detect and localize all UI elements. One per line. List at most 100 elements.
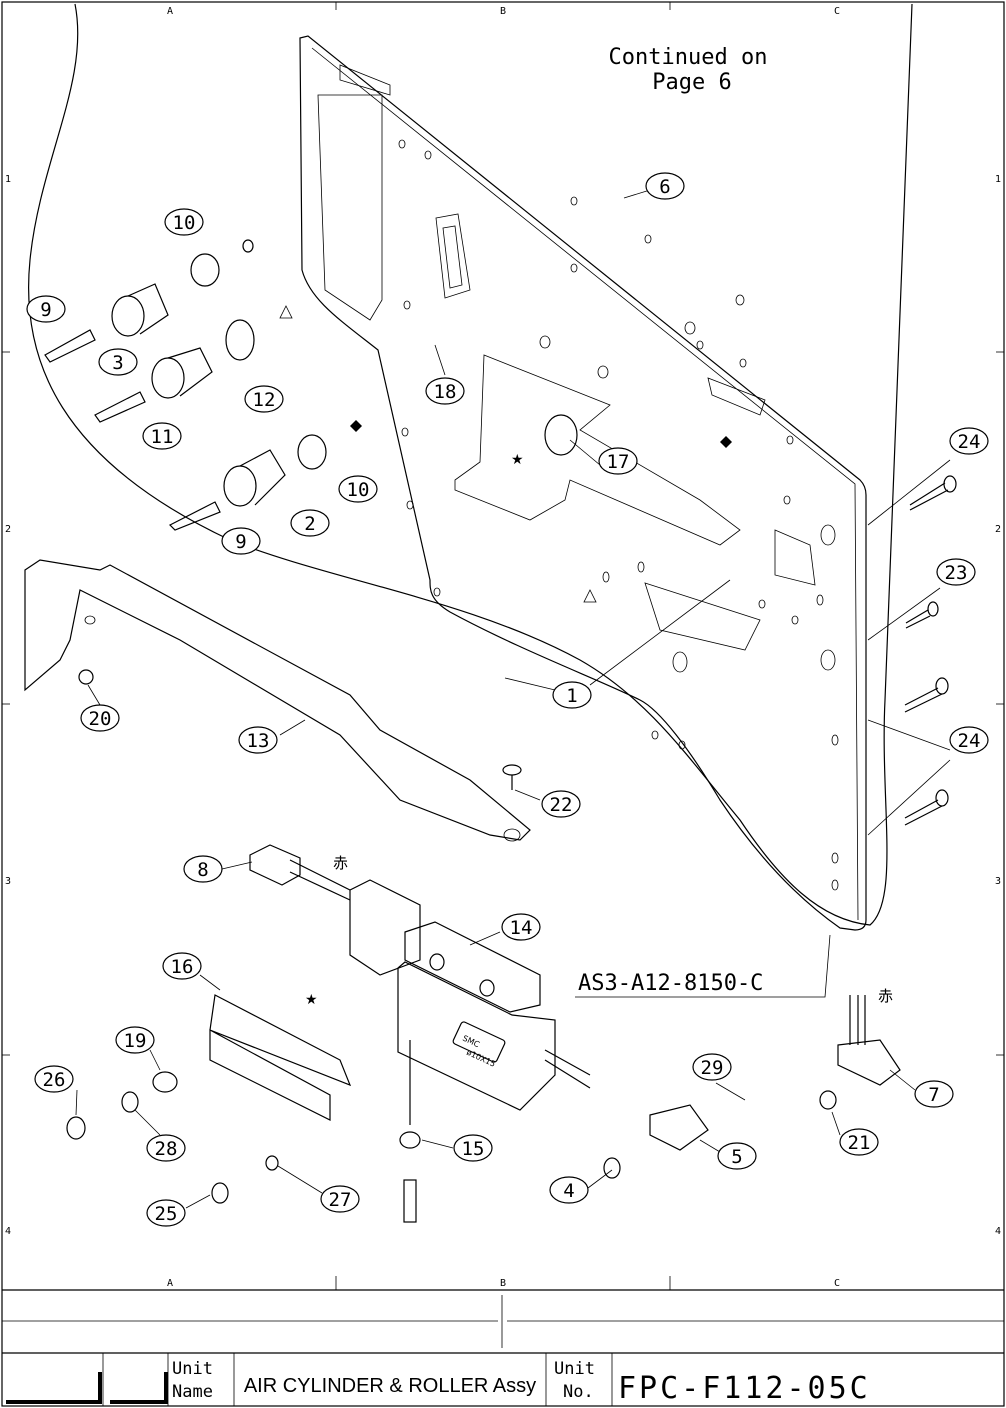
callout-balloon: 8	[184, 856, 222, 882]
zone-row-3-right: 3	[995, 876, 1001, 887]
red-wire-mark: 赤	[333, 854, 348, 872]
callout-number: 10	[173, 212, 196, 234]
zone-col-c: C	[834, 6, 840, 17]
zone-col-b: B	[500, 6, 506, 17]
unit-name-label-2: Name	[172, 1382, 213, 1402]
zone-row-2-right: 2	[995, 524, 1001, 535]
cylinder-brand: SMC	[461, 1034, 481, 1050]
callout-balloon: 10	[165, 209, 203, 235]
callout-balloon: 9	[222, 528, 260, 554]
sensor-bracket	[210, 995, 350, 1120]
callout-balloon: 21	[840, 1129, 878, 1155]
callout-number: 13	[247, 730, 270, 752]
callout-balloon: 24	[950, 428, 988, 454]
zone-col-c-bottom: C	[834, 1278, 840, 1289]
callout-number: 8	[197, 859, 208, 881]
unit-no-label-2: No.	[563, 1382, 594, 1402]
diamond-symbol-icon	[720, 436, 732, 448]
callout-balloon: 13	[239, 727, 277, 753]
air-cylinder	[290, 860, 590, 1125]
zone-row-2: 2	[5, 524, 11, 535]
callout-balloon: 3	[99, 349, 137, 375]
continued-note-line2: Page 6	[652, 70, 731, 95]
callout-number: 10	[347, 479, 370, 501]
callout-balloon: 25	[147, 1200, 185, 1226]
continued-note-line1: Continued on	[609, 45, 768, 70]
callout-number: 6	[659, 176, 670, 198]
diamond-symbol-icon	[350, 420, 362, 432]
zone-row-1: 1	[5, 174, 11, 185]
callout-balloon: 4	[550, 1177, 588, 1203]
callout-number: 22	[550, 794, 573, 816]
callout-number: 9	[235, 531, 246, 553]
callout-balloon: 22	[542, 791, 580, 817]
callout-balloon: 11	[143, 423, 181, 449]
zone-col-a-bottom: A	[167, 1278, 173, 1289]
callout-balloon: 18	[426, 378, 464, 404]
callout-number: 12	[253, 389, 276, 411]
callout-balloon: 14	[502, 914, 540, 940]
leader-lines	[76, 190, 950, 1208]
lever-arm	[25, 560, 530, 840]
callout-balloon: 9	[27, 296, 65, 322]
callout-balloon: 20	[81, 705, 119, 731]
zone-row-4-right: 4	[995, 1226, 1001, 1237]
callout-balloon: 17	[599, 448, 637, 474]
callout-number: 27	[329, 1189, 352, 1211]
callout-balloon: 1	[553, 682, 591, 708]
callout-number: 9	[40, 299, 51, 321]
zone-col-b-bottom: B	[500, 1278, 506, 1289]
triangle-symbol-icon	[584, 590, 596, 602]
callout-number: 3	[112, 352, 123, 374]
callout-number: 24	[958, 431, 981, 453]
unit-name-label: Unit	[172, 1359, 213, 1379]
side-plate	[300, 36, 866, 930]
background-outline	[29, 4, 912, 925]
callout-balloon: 5	[718, 1143, 756, 1169]
triangle-symbol-icon	[280, 306, 292, 318]
callout-number: 14	[510, 917, 533, 939]
zone-row-3: 3	[5, 876, 11, 887]
callout-number: 26	[43, 1069, 66, 1091]
callout-number: 25	[155, 1203, 178, 1225]
callout-balloon: 28	[147, 1135, 185, 1161]
cylinder-size-label: ø10X15	[465, 1048, 497, 1069]
unit-no-value: FPC-F112-05C	[618, 1371, 871, 1406]
callout-number: 4	[563, 1180, 574, 1202]
callout-number: 21	[848, 1132, 871, 1154]
callout-balloon: 19	[116, 1027, 154, 1053]
zone-row-1-right: 1	[995, 174, 1001, 185]
callout-number: 11	[151, 426, 174, 448]
zone-labels: A B C A B C 1 2 3 4 1 2 3 4	[5, 6, 1001, 1289]
zone-ticks	[2, 2, 1004, 1290]
callout-balloon: 26	[35, 1066, 73, 1092]
callout-number: 19	[124, 1030, 147, 1052]
callout-number: 17	[607, 451, 630, 473]
callout-balloon: 12	[245, 386, 283, 412]
callout-number: 2	[304, 513, 315, 535]
callout-balloon: 24	[950, 727, 988, 753]
part-reference: AS3-A12-8150-C	[578, 971, 763, 996]
callout-balloon: 10	[339, 476, 377, 502]
callout-balloon: 6	[646, 173, 684, 199]
unit-no-label: Unit	[554, 1359, 595, 1379]
callout-balloon: 15	[454, 1135, 492, 1161]
rollers	[45, 240, 577, 530]
star-symbol-icon: ★	[305, 992, 318, 1008]
callout-number: 18	[434, 381, 457, 403]
unit-name-value: AIR CYLINDER & ROLLER Assy	[244, 1375, 536, 1397]
callout-number: 24	[958, 730, 981, 752]
callout-number: 29	[701, 1057, 724, 1079]
callout-balloon: 16	[163, 953, 201, 979]
callout-number: 5	[731, 1146, 742, 1168]
callout-number: 28	[155, 1138, 178, 1160]
zone-col-a: A	[167, 6, 173, 17]
star-symbol-icon: ★	[511, 452, 524, 468]
callout-balloon: 27	[321, 1186, 359, 1212]
callout-number: 23	[945, 562, 968, 584]
callout-number: 20	[89, 708, 112, 730]
connector	[250, 845, 300, 885]
callout-balloon: 2	[291, 510, 329, 536]
